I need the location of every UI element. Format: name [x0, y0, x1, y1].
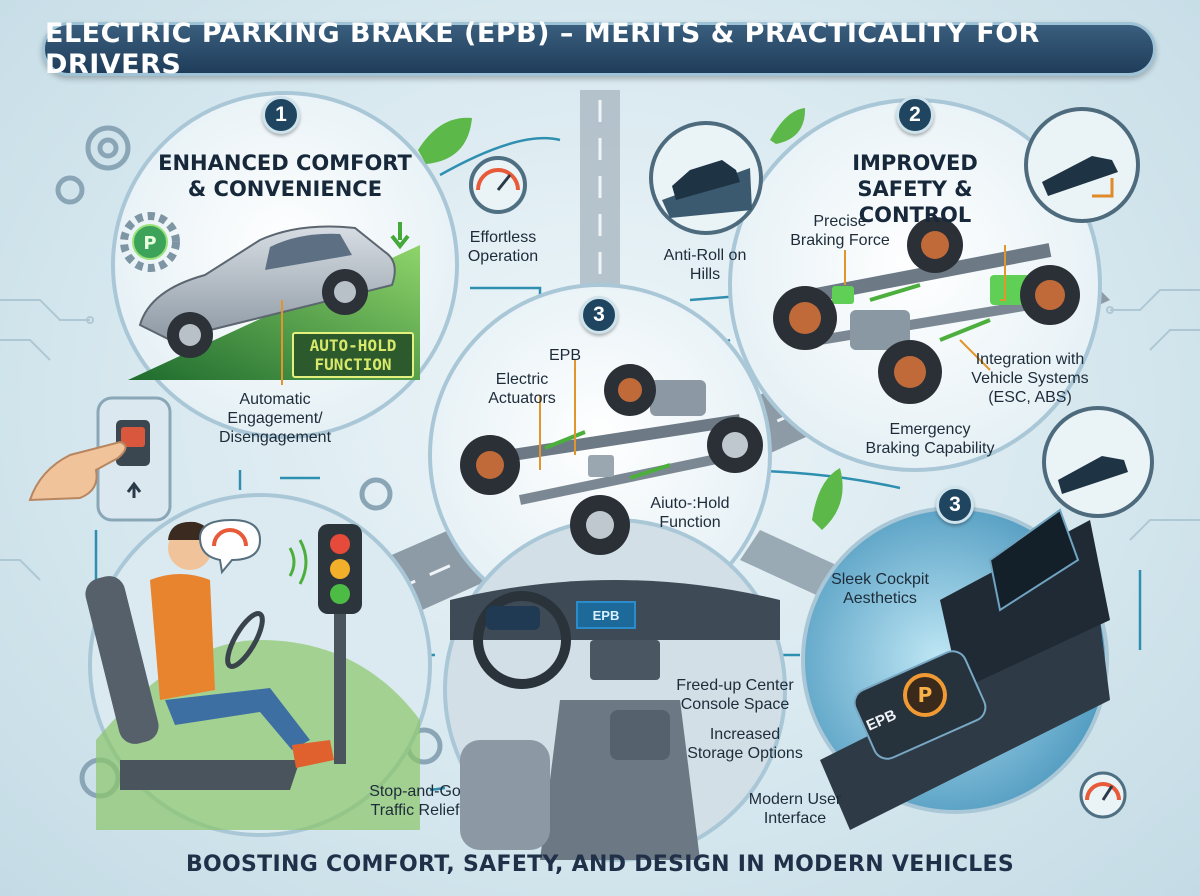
- auto-hold-label: AUTO-HOLD FUNCTION: [292, 332, 414, 378]
- leaf-icon-mid: [812, 468, 843, 530]
- gauge-icon: [469, 156, 527, 214]
- epb-dashboard-screen: EPB: [576, 601, 636, 629]
- section-number-badge: 3: [936, 486, 974, 524]
- leaf-icon-top: [770, 108, 806, 144]
- center-console-illustration: P: [820, 508, 1110, 830]
- leader-lines: [281, 245, 1006, 470]
- epb-label: EPB: [548, 347, 581, 364]
- stop-and-go-label: Stop-and-Go Traffic Relief: [369, 783, 461, 819]
- auto-hold-function-label: Aiuto-:Hold Function: [650, 495, 730, 531]
- effortless-label: Effortless Operation: [467, 229, 539, 265]
- footer-tagline: BOOSTING COMFORT, SAFETY, AND DESIGN IN …: [185, 852, 1015, 877]
- anti-roll-label: Anti-Roll on Hills: [663, 247, 747, 283]
- chassis-illustration-safety: [773, 217, 1080, 404]
- engagement-label: Automatic Engagement/ Disengagement: [218, 391, 332, 446]
- gauge-icon-bottom-right: [1079, 771, 1127, 819]
- circuit-lines: [0, 289, 1200, 581]
- modern-interface-label: Modern User Interface: [748, 791, 842, 827]
- emergency-braking-label: Emergency Braking Capability: [865, 421, 995, 457]
- section-number-badge: 2: [896, 96, 934, 134]
- section-number-badge: 1: [262, 96, 300, 134]
- sleek-cockpit-label: Sleek Cockpit Aesthetics: [831, 571, 929, 607]
- title-banner: ELECTRIC PARKING BRAKE (EPB) – MERITS & …: [42, 18, 1156, 80]
- car-on-slope-icon-right: [1024, 107, 1140, 223]
- section-number-badge: 3: [580, 296, 618, 334]
- storage-options-label: Increased Storage Options: [687, 726, 803, 762]
- svg-text:P: P: [143, 233, 156, 254]
- integration-label: Integration with Vehicle Systems (ESC, A…: [971, 351, 1089, 406]
- driver-traffic-illustration: [85, 518, 420, 830]
- safety-heading: IMPROVED SAFETY & CONTROL: [852, 151, 978, 227]
- electric-actuators-label: Electric Actuators: [488, 371, 556, 407]
- precise-braking-label: Precise Braking Force: [790, 213, 890, 249]
- comfort-heading: ENHANCED COMFORT & CONVENIENCE: [158, 151, 412, 201]
- parking-gear-icon: P: [120, 212, 180, 272]
- green-down-arrow-icon: [390, 222, 410, 250]
- freed-console-label: Freed-up Center Console Space: [676, 677, 794, 713]
- leaf-icon: [418, 117, 472, 164]
- car-on-slope-icon-left: [649, 121, 763, 235]
- car-on-slope-icon-lower-right: [1042, 406, 1154, 518]
- svg-text:P: P: [918, 683, 933, 707]
- chassis-illustration-epb: [460, 364, 763, 555]
- page-title: ELECTRIC PARKING BRAKE (EPB) – MERITS & …: [45, 18, 1040, 80]
- hand-pressing-button-illustration: [28, 396, 172, 522]
